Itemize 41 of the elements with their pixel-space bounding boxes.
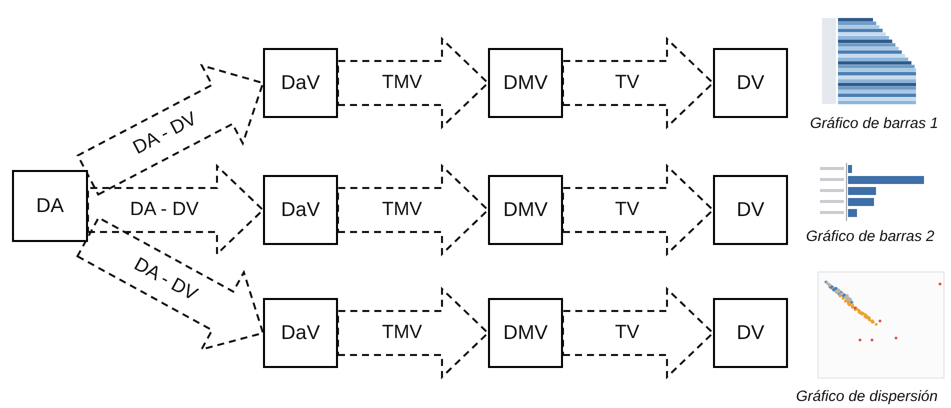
- box-label: DMV: [503, 72, 548, 94]
- edge-label: DA - DV: [130, 108, 202, 160]
- process-box: [263, 298, 338, 368]
- process-box: [488, 175, 563, 245]
- edge-label: TV: [615, 72, 640, 94]
- block-arrow: [337, 36, 490, 130]
- process-box: [713, 175, 788, 245]
- block-arrow: [562, 286, 714, 380]
- chart-caption: Gráfico de dispersión: [796, 388, 938, 405]
- edge-label: TV: [615, 199, 640, 221]
- block-arrow: [337, 286, 490, 380]
- process-box: [488, 298, 563, 368]
- edge-label: DA - DV: [130, 199, 199, 221]
- box-label: DA: [36, 194, 64, 218]
- block-arrow: [562, 164, 714, 256]
- process-box: [263, 175, 338, 245]
- process-box: [488, 48, 563, 118]
- edge-label: TV: [615, 322, 640, 344]
- process-box: [713, 298, 788, 368]
- block-arrow: [562, 36, 714, 130]
- chart-caption: Gráfico de barras 1: [810, 115, 938, 132]
- chart-caption: Gráfico de barras 2: [806, 228, 934, 245]
- box-label: DaV: [281, 322, 320, 344]
- process-box: [713, 48, 788, 118]
- box-label: DMV: [503, 322, 548, 344]
- box-label: DV: [736, 72, 764, 94]
- process-box: [263, 48, 338, 118]
- box-label: DV: [736, 322, 764, 344]
- edge-label: DA - DV: [130, 254, 202, 306]
- block-arrow: [76, 64, 264, 196]
- box-label: DaV: [281, 72, 320, 94]
- block-arrow: [87, 164, 264, 256]
- edge-label: TMV: [382, 199, 422, 221]
- process-box: [12, 170, 88, 242]
- box-label: DaV: [281, 198, 320, 222]
- box-label: DV: [736, 198, 764, 222]
- block-arrow: [337, 164, 490, 256]
- edge-label: TMV: [382, 322, 422, 344]
- box-label: DMV: [503, 198, 548, 222]
- edge-label: TMV: [382, 72, 422, 94]
- block-arrow: [76, 216, 264, 352]
